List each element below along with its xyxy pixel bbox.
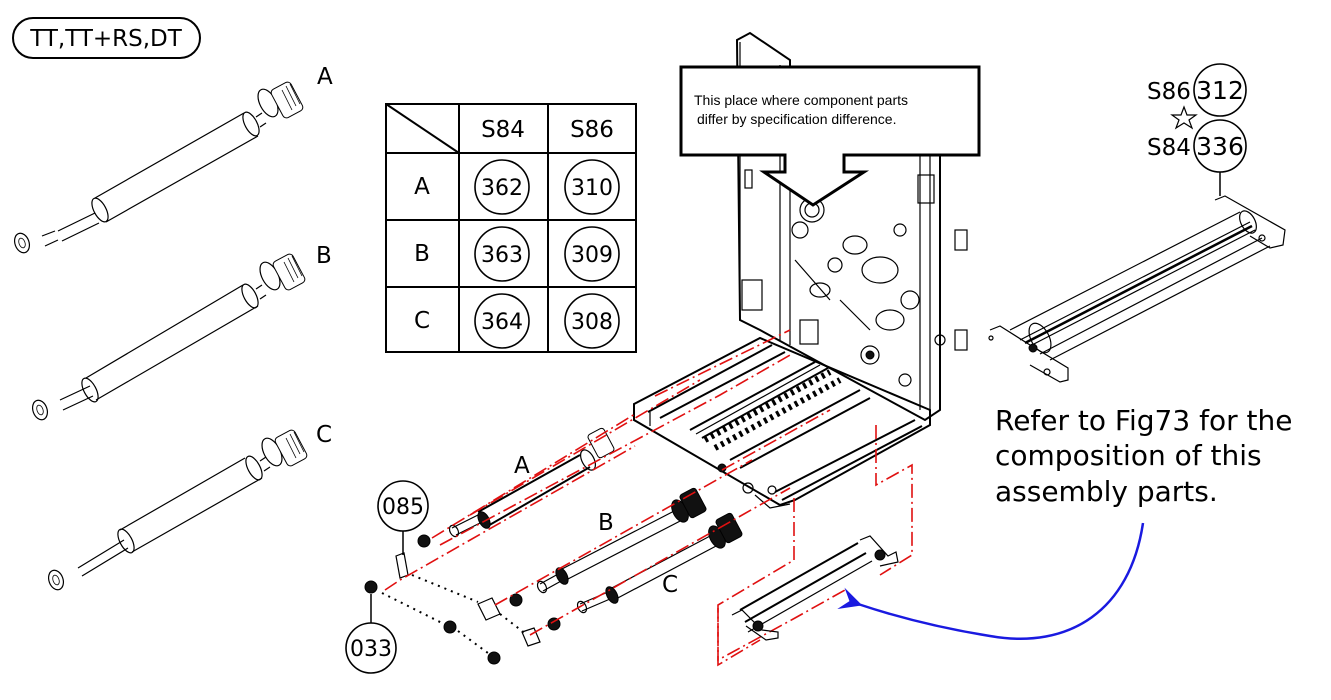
assembly-part-labels: S86 312 S84 336: [1147, 63, 1247, 196]
main-frame-illustration: [633, 31, 968, 509]
table-header-s86: S86: [570, 117, 614, 143]
upper-part-number: 312: [1196, 76, 1244, 105]
roller-drawing: [31, 253, 306, 421]
part-number: 364: [481, 310, 523, 335]
roller-drawing: [47, 429, 308, 591]
roller-c-label: C: [316, 422, 332, 448]
upper-spec-label: S86: [1147, 79, 1191, 105]
dotted-leaders: [381, 574, 527, 657]
roller-b-label: B: [316, 243, 332, 269]
roller-a-illustration: A: [13, 64, 333, 254]
upper-part-circle: [1193, 63, 1247, 117]
part-number: 308: [571, 310, 613, 335]
model-badge: TT,TT+RS,DT: [12, 17, 201, 59]
part-number: 310: [571, 176, 613, 201]
part-number: 363: [481, 243, 523, 268]
part-085-callout: 085: [377, 480, 429, 555]
exploded-roller-c-label: C: [662, 572, 678, 598]
row-label: B: [414, 241, 430, 267]
row-label: A: [414, 174, 430, 200]
exploded-roller-a-label: A: [514, 453, 530, 479]
table-row: C 364 308: [414, 293, 620, 349]
fasteners: [364, 534, 561, 665]
part-033-callout: 033: [345, 594, 397, 674]
roller-a-label: A: [317, 64, 333, 90]
lower-spec-label: S84: [1147, 135, 1191, 161]
part-number: 362: [481, 176, 523, 201]
roller-drawing: [13, 81, 304, 254]
table-row: B 363 309: [414, 226, 620, 282]
explode-lines: [384, 329, 913, 667]
part-number: 309: [571, 243, 613, 268]
callout-line-1: This place where component parts: [694, 92, 908, 108]
spec-difference-callout: This place where component parts differ …: [679, 65, 981, 207]
right-roller-assembly-illustration: [988, 195, 1286, 383]
roller-dots: [703, 369, 842, 451]
reference-note: Refer to Fig73 for the composition of th…: [995, 404, 1292, 508]
part-033-number: 033: [350, 637, 392, 662]
exploded-roller-b-label: B: [598, 510, 614, 536]
spec-table: S84 S86 A 362 310 B 363 309 C 364 308: [385, 103, 637, 353]
table-diagonal: [385, 103, 460, 154]
reference-note-line-1: Refer to Fig73 for the: [995, 404, 1292, 437]
reference-note-line-3: assembly parts.: [995, 475, 1218, 508]
sub-assembly-illustration: [731, 535, 899, 641]
model-badge-text: TT,TT+RS,DT: [29, 26, 183, 52]
exploded-roller-b: B: [536, 487, 707, 594]
table-row: A 362 310: [414, 159, 620, 215]
table-header-s84: S84: [481, 117, 525, 143]
part-085-number: 085: [382, 495, 424, 520]
exploded-roller-a: A: [448, 427, 615, 538]
roller-b-illustration: B: [31, 243, 332, 421]
reference-note-line-2: composition of this: [995, 439, 1262, 472]
row-label: C: [414, 308, 430, 334]
lower-part-number: 336: [1196, 132, 1244, 161]
star-icon: [1170, 105, 1198, 130]
roller-c-illustration: C: [47, 422, 332, 591]
reference-arrow: [837, 522, 1145, 640]
callout-line-2: differ by specification difference.: [697, 111, 897, 127]
